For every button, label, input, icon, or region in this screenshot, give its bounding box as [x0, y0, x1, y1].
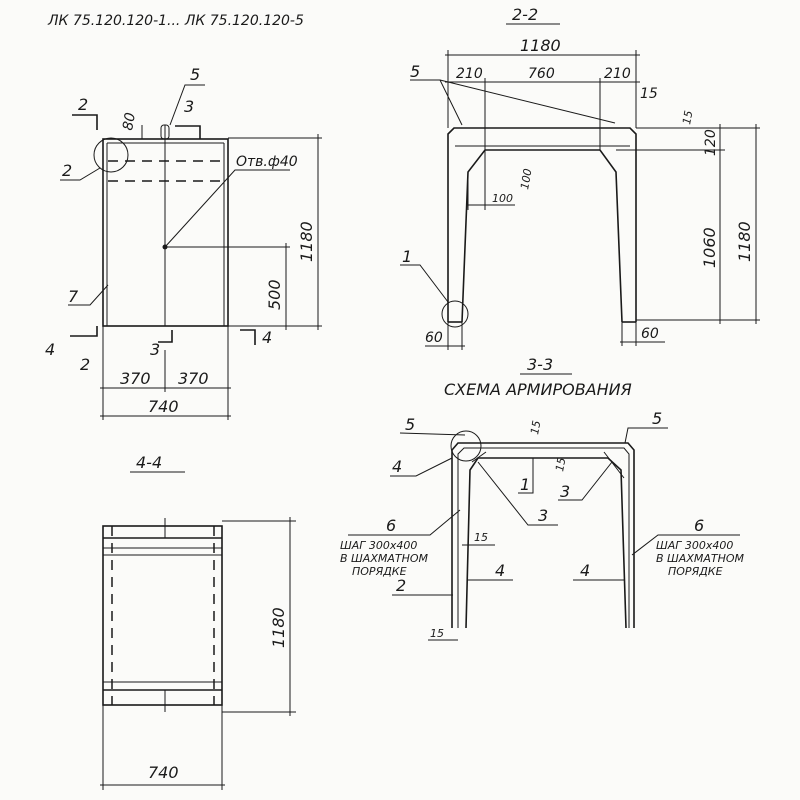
section-3-3-label: 3-3 [527, 355, 553, 374]
dim-1180-vertical: 1180 [735, 221, 754, 262]
dim-1180: 1180 [269, 607, 288, 648]
section-mark-2: 2 [78, 95, 88, 114]
lifting-loop [160, 124, 170, 140]
dim-100-vertical: 100 [518, 168, 534, 191]
dim-1180-top: 1180 [520, 36, 561, 55]
dim-60-right: 60 [641, 326, 659, 342]
callout-6-left: 6 [386, 516, 396, 535]
section-mark-4-right: 4 [262, 328, 272, 347]
callout-3-right: 3 [560, 482, 570, 501]
dim-760: 760 [528, 66, 555, 82]
section-mark-4-left: 4 [45, 340, 55, 359]
callout-3-center: 3 [538, 506, 548, 525]
note-left-line1: ШАГ 300х400 [340, 539, 417, 552]
callout-2: 2 [62, 161, 72, 180]
dim-120: 120 [703, 129, 719, 156]
section-inner-outline [461, 149, 623, 323]
rebar-inner [465, 457, 627, 629]
detail-circle [441, 300, 469, 328]
section-mark-3: 3 [184, 97, 194, 116]
callout-1: 1 [520, 475, 530, 494]
callout-7: 7 [68, 287, 79, 306]
dim-15-leg: 15 [474, 531, 488, 544]
callout-5: 5 [190, 65, 200, 84]
dim-80: 80 [120, 111, 139, 131]
dim-210-right: 210 [604, 66, 631, 82]
drawing-title: ЛК 75.120.120-1... ЛК 75.120.120-5 [47, 13, 304, 29]
dim-1060: 1060 [700, 227, 719, 268]
note-right-line2: В ШАХМАТНОМ [656, 552, 745, 565]
section-outline [447, 127, 637, 322]
section-2-2: 2-2 1180 210 760 210 15 15 5 120 1060 11… [400, 5, 760, 350]
reinforcement-scheme-title: СХЕМА АРМИРОВАНИЯ [444, 380, 632, 399]
dim-15-top: 15 [528, 419, 543, 435]
callout-2: 2 [396, 576, 406, 595]
callout-4-right-leg: 4 [580, 561, 590, 580]
note-left-line2: В ШАХМАТНОМ [340, 552, 429, 565]
callout-5: 5 [410, 62, 420, 81]
hole-label: Отв.ф40 [236, 154, 298, 170]
dim-15-bottom: 15 [430, 627, 444, 640]
callout-5-right: 5 [652, 409, 662, 428]
note-right-line3: ПОРЯДКЕ [668, 565, 723, 578]
callout-5-left: 5 [405, 415, 415, 434]
dim-15-b: 15 [680, 109, 695, 125]
dim-500: 500 [265, 279, 284, 310]
dim-1180: 1180 [297, 221, 316, 262]
callout-4-top: 4 [392, 457, 402, 476]
section-mark-2-bottom: 2 [80, 355, 90, 374]
dim-740: 740 [148, 763, 179, 782]
dim-15-a: 15 [640, 86, 658, 102]
dim-15-inner: 15 [553, 456, 568, 472]
rebar-outer [451, 442, 635, 628]
section-3-3: 3-3 СХЕМА АРМИРОВАНИЯ 5 5 4 15 15 1 3 3 … [340, 355, 745, 641]
dim-740: 740 [148, 397, 179, 416]
section-2-2-label: 2-2 [512, 5, 538, 24]
callout-4-left-leg: 4 [495, 561, 505, 580]
detail-circle [93, 137, 129, 173]
dim-370-left: 370 [120, 369, 151, 388]
note-right-line1: ШАГ 300х400 [656, 539, 733, 552]
dim-370-right: 370 [178, 369, 209, 388]
dim-100-horizontal: 100 [492, 192, 513, 205]
callout-1: 1 [402, 247, 412, 266]
slab-outline [102, 525, 223, 706]
dim-210-left: 210 [456, 66, 483, 82]
plan-view: 2 3 5 2 7 80 Отв.ф40 1180 500 4 2 3 4 [45, 65, 322, 420]
section-mark-3-bottom: 3 [150, 340, 160, 359]
dim-60-left: 60 [425, 330, 443, 346]
section-4-4: 4-4 1180 740 [100, 453, 296, 790]
callout-6-right: 6 [694, 516, 704, 535]
detail-circle [450, 430, 482, 462]
section-4-4-label: 4-4 [136, 453, 162, 472]
note-left-line3: ПОРЯДКЕ [352, 565, 407, 578]
